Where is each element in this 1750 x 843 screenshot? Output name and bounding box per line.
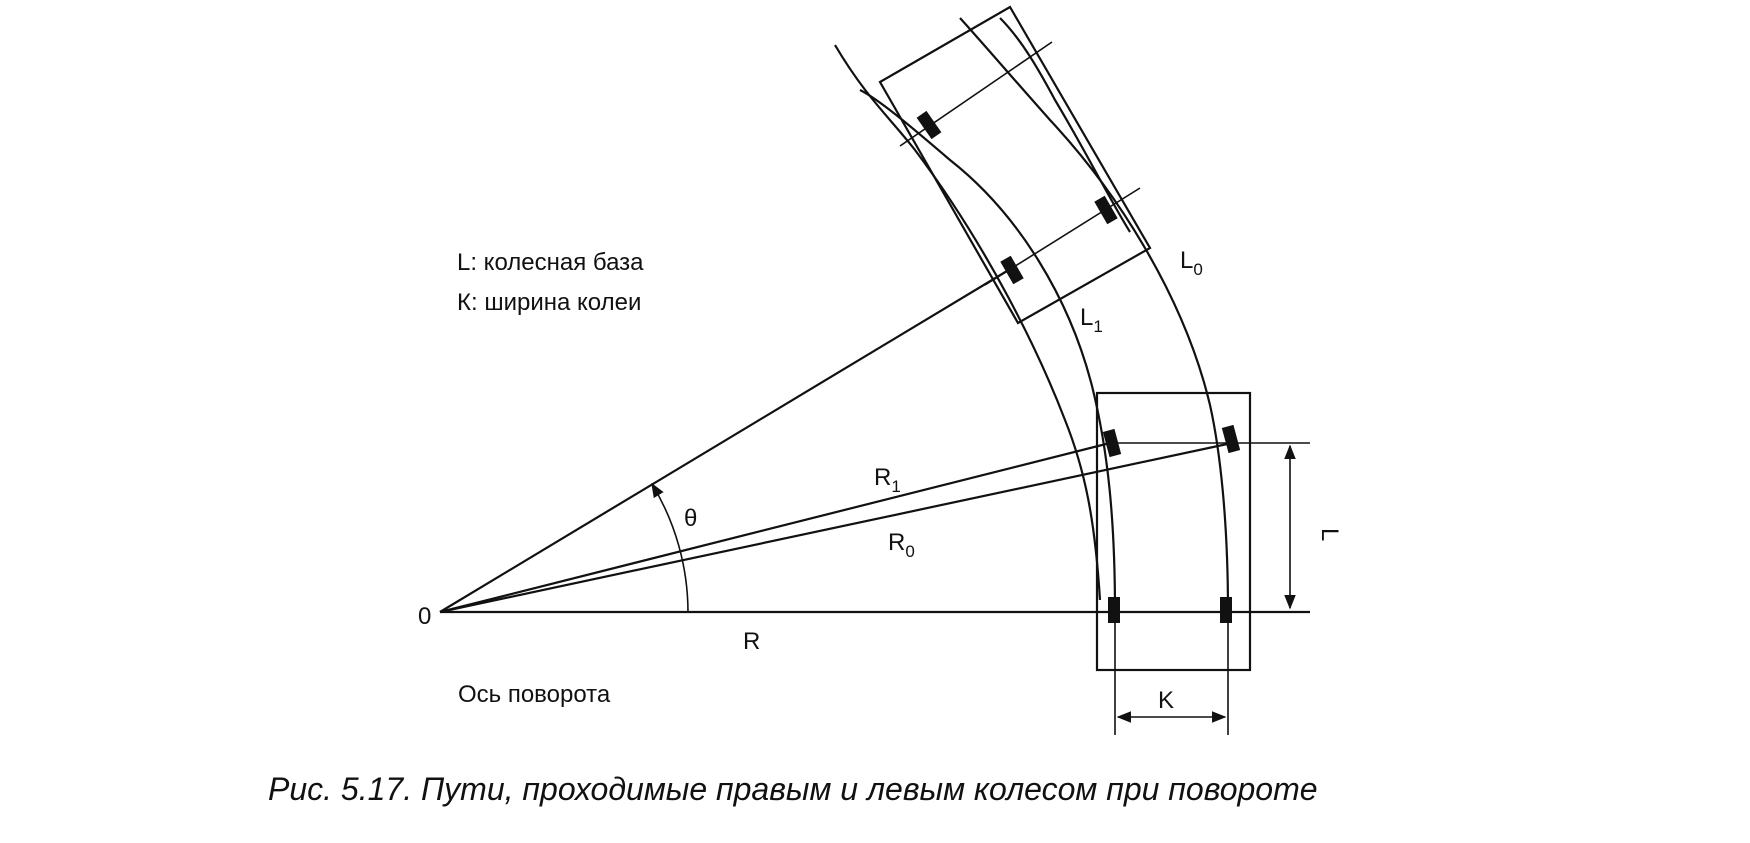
wheel-front-right (1221, 424, 1241, 454)
lower-track-curve (834, 44, 1102, 601)
origin-label: 0 (418, 603, 431, 630)
legend-track: К: ширина колеи (457, 289, 641, 316)
l1-label: L1 (1080, 304, 1103, 336)
theta-label: θ (684, 505, 697, 532)
track-dim-label: K (1158, 687, 1174, 714)
legend-wheelbase: L: колесная база (457, 249, 644, 276)
wheel-top-rear-right (1094, 195, 1118, 225)
outer-wheel-path (959, 17, 1230, 613)
figure-caption: Рис. 5.17. Пути, проходимые правым и лев… (268, 771, 1318, 807)
wheel-top-front-left (916, 110, 942, 140)
radius-line-upper (439, 267, 1013, 613)
inner-wheel-path (859, 89, 1117, 613)
wheel-front-left (1102, 428, 1122, 458)
radius-line-r1 (439, 441, 1111, 614)
wheelbase-dim-label: L (1316, 528, 1343, 541)
upper-track-curve (999, 17, 1131, 233)
vehicle-rect-bottom (1095, 391, 1252, 672)
wheel-rear-left (1108, 597, 1120, 623)
radius-label: R (743, 628, 760, 655)
radius-line-r0 (439, 441, 1233, 614)
wheel-top-rear-left (1000, 255, 1024, 285)
r0-label: R0 (888, 529, 915, 561)
vehicle-rect-top (878, 5, 1152, 325)
theta-arc (651, 482, 689, 613)
l0-label: L0 (1180, 247, 1203, 279)
r1-label: R1 (874, 464, 901, 496)
axis-label: Ось поворота (458, 681, 611, 708)
wheel-rear-right (1220, 597, 1232, 623)
